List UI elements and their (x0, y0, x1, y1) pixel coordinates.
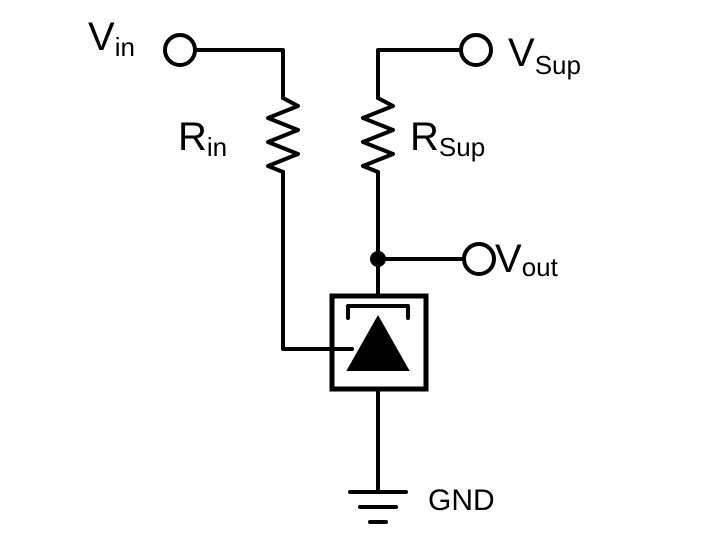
rin-to-reference-wire (281, 170, 354, 351)
vin-wire (194, 48, 285, 100)
regulator-cathode-bar (346, 304, 410, 320)
rsup-resistor-icon (361, 96, 395, 174)
vsup-wire (376, 48, 463, 100)
vsup-label: VSup (508, 31, 581, 80)
rin-label: Rin (178, 115, 227, 162)
vin-label: Vin (88, 15, 135, 62)
gnd-label: GND (428, 484, 495, 517)
vout-node (370, 251, 466, 298)
ground-icon (348, 490, 408, 524)
rsup-branch (361, 48, 463, 261)
regulator-triangle (346, 314, 410, 371)
rsup-label: RSup (410, 115, 485, 162)
rin-branch (194, 48, 354, 351)
output-terminal-icon (462, 242, 496, 276)
input-terminal-icon (163, 33, 197, 67)
shunt-regulator-icon (329, 293, 429, 392)
ground-branch (348, 387, 408, 524)
rin-resistor-icon (266, 96, 300, 174)
supply-terminal-icon (459, 33, 493, 67)
vout-label: Vout (495, 237, 559, 282)
